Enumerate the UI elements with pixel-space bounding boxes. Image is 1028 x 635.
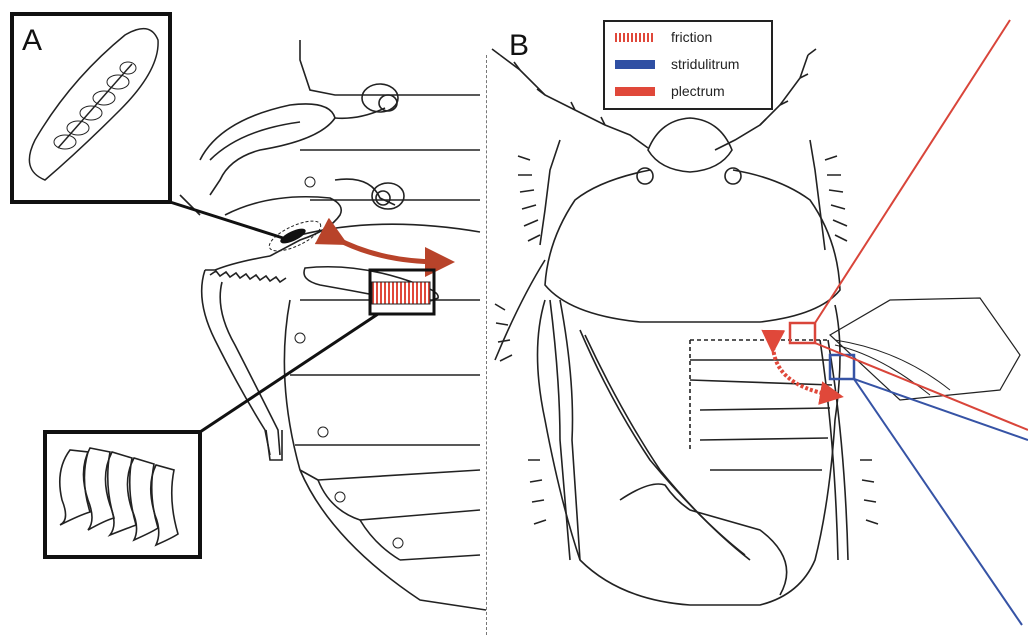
legend-label-plectrum: plectrum xyxy=(671,83,725,99)
callout-line-blue-bottom xyxy=(854,379,1022,625)
inset-stridulitrum-ridges xyxy=(45,432,200,557)
panel-a-illustration xyxy=(180,40,486,610)
callout-line-red-bottom xyxy=(815,343,1028,430)
movement-arrow-a xyxy=(335,238,440,262)
panel-label-b: B xyxy=(509,31,529,61)
movement-arrow-b xyxy=(773,342,832,395)
inset-connector-a-top xyxy=(170,202,283,238)
panel-label-a: A xyxy=(22,26,42,56)
legend-item-plectrum: plectrum xyxy=(605,82,771,102)
legend-item-friction: friction xyxy=(605,28,771,48)
legend-label-friction: friction xyxy=(671,29,712,45)
legend-item-stridulitrum: stridulitrum xyxy=(605,55,771,75)
stridulitrum-swatch xyxy=(615,60,655,69)
legend-label-stridulitrum: stridulitrum xyxy=(671,56,739,72)
plectrum-swatch xyxy=(615,87,655,96)
callout-line-blue-top xyxy=(854,379,1028,440)
beetle-illustration xyxy=(492,49,1020,605)
friction-swatch xyxy=(615,33,655,42)
callout-line-red-top xyxy=(815,20,1010,323)
legend: friction stridulitrum plectrum xyxy=(603,20,773,110)
panel-divider xyxy=(486,55,487,635)
